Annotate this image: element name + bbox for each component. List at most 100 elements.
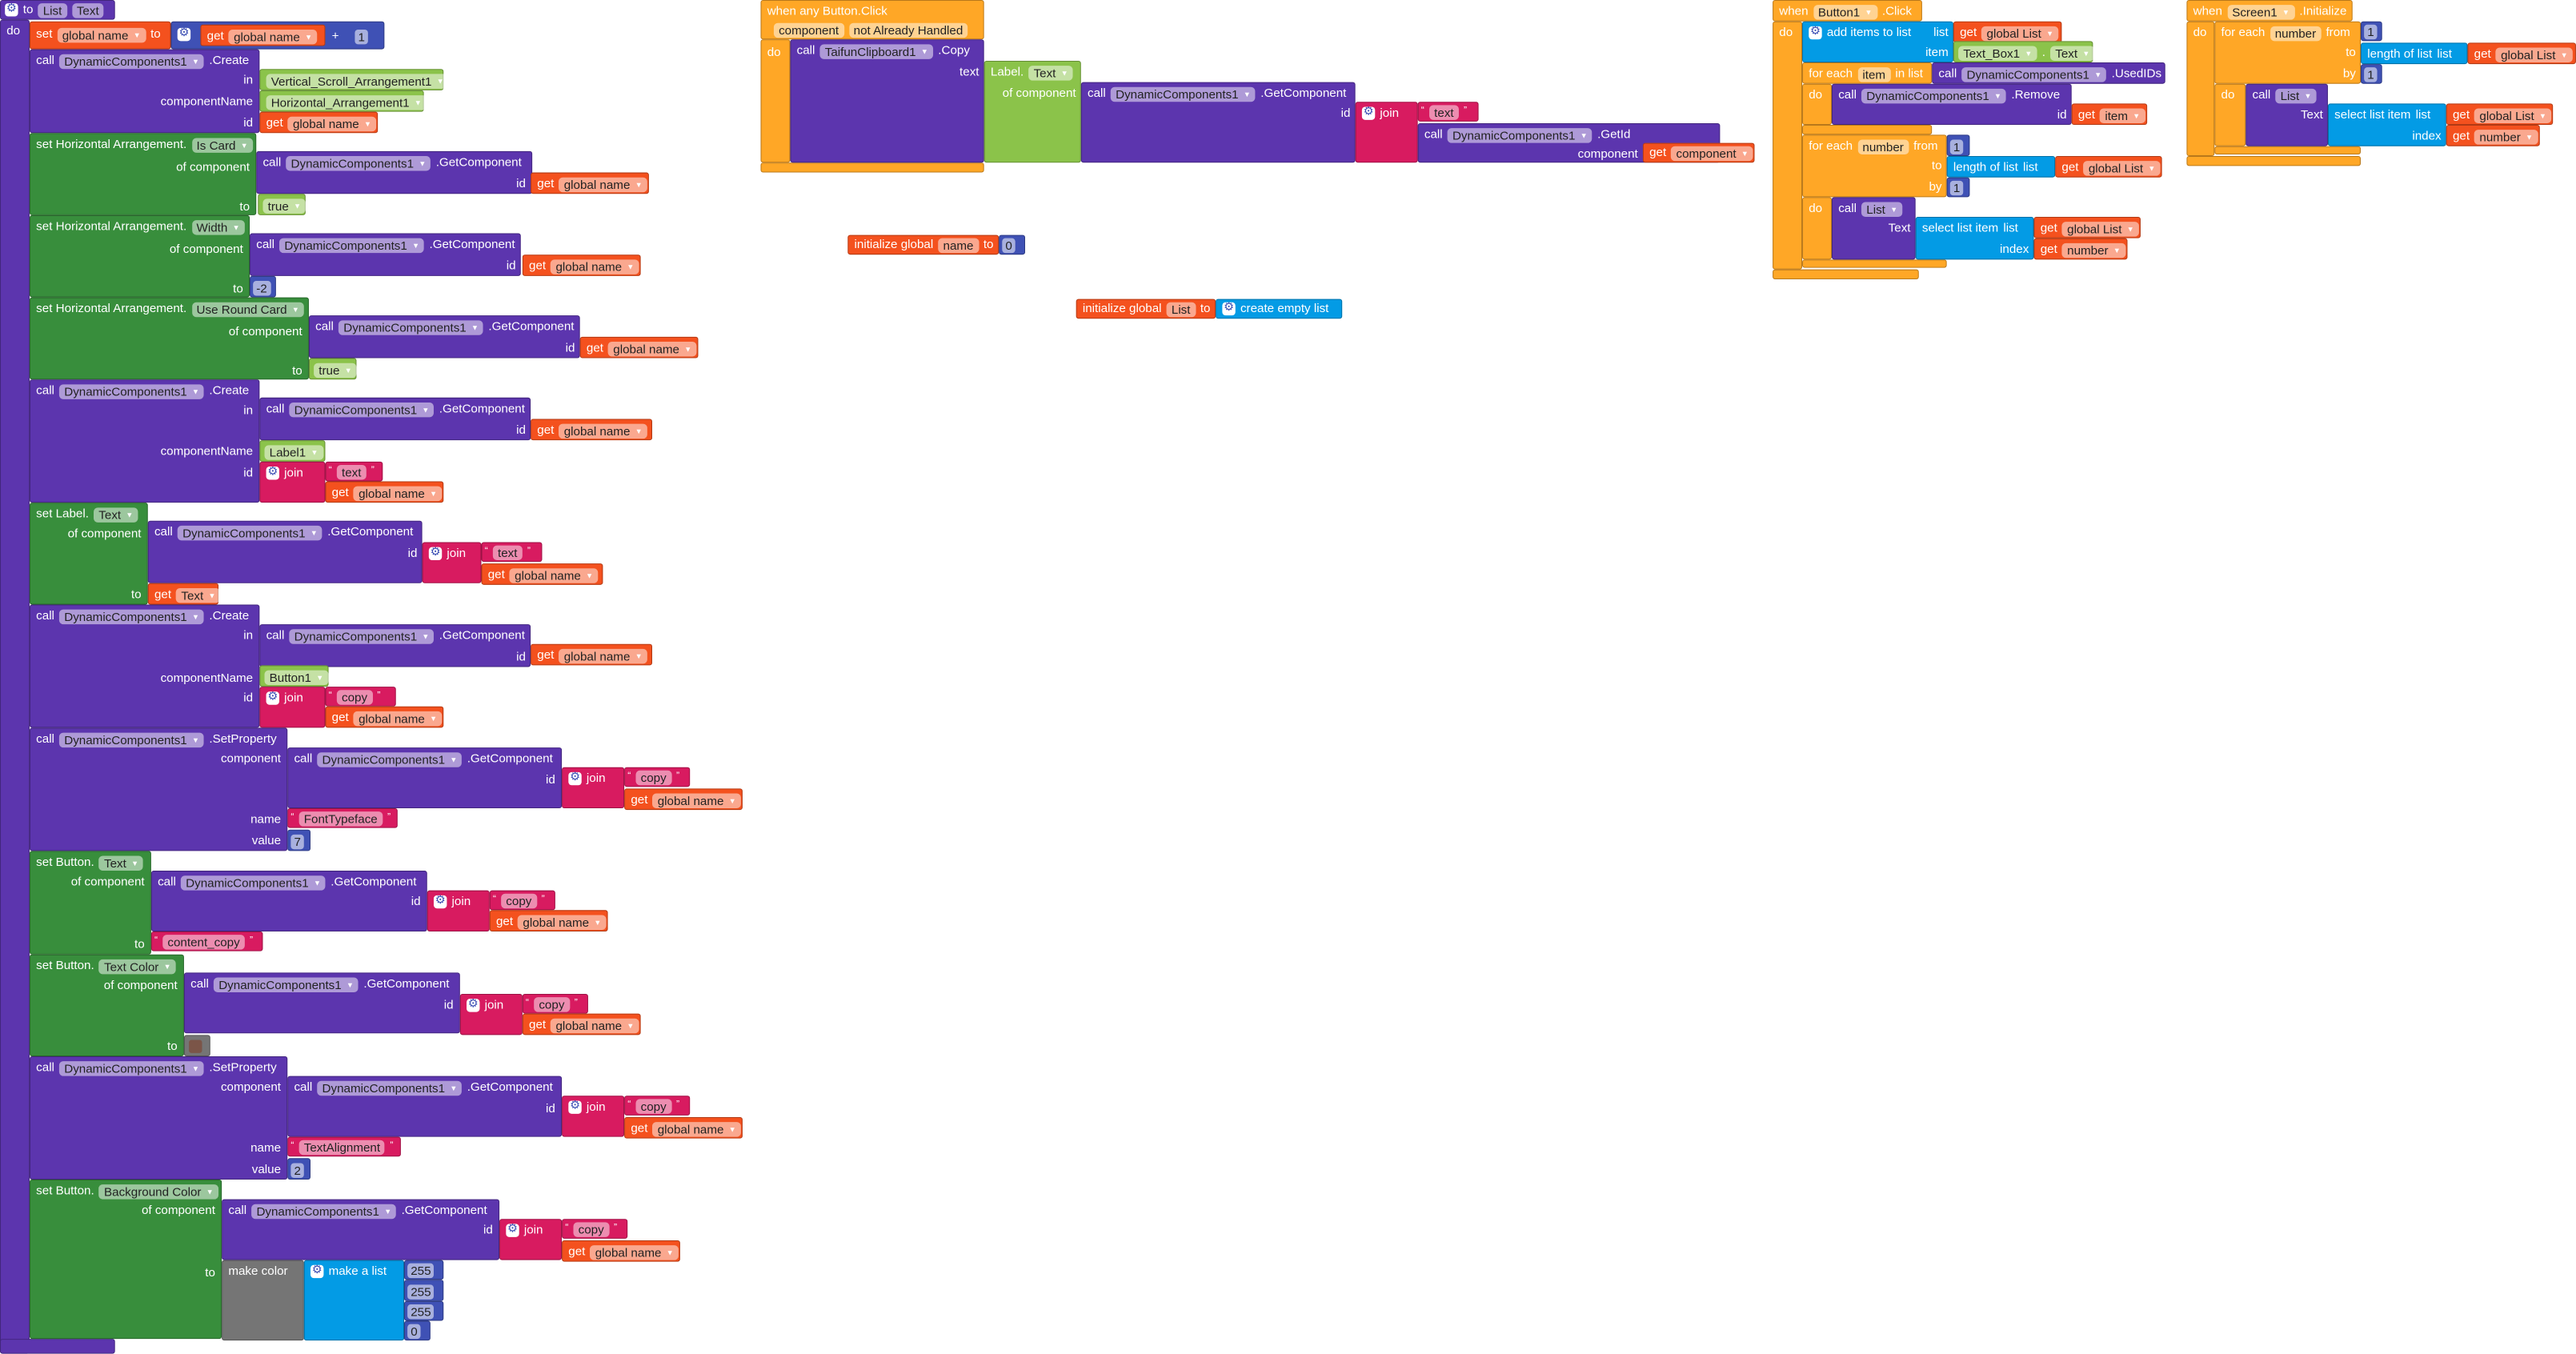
- dynamiccomponents1-dropdown[interactable]: DynamicComponents1▼: [1961, 66, 2107, 82]
- color-swatch[interactable]: [189, 1039, 202, 1052]
- dynamiccomponents1-dropdown[interactable]: DynamicComponents1▼: [59, 731, 205, 747]
- text-box1-dropdown[interactable]: Text_Box1▼: [1958, 45, 2037, 60]
- true-dropdown[interactable]: true▼: [314, 362, 357, 378]
- text-literal-field[interactable]: text: [336, 463, 367, 479]
- number-field[interactable]: 7: [290, 833, 305, 849]
- text-literal-field[interactable]: copy: [573, 1221, 609, 1236]
- gear-mutator-icon[interactable]: ⚙: [506, 1224, 519, 1237]
- global-name-dropdown[interactable]: global name▼: [518, 914, 607, 929]
- item-variable-field[interactable]: item: [1857, 66, 1891, 82]
- gear-mutator-icon[interactable]: ⚙: [1361, 106, 1376, 120]
- not-already-handled-variable-field[interactable]: not Already Handled: [848, 22, 968, 38]
- dynamiccomponents1-dropdown[interactable]: DynamicComponents1▼: [339, 319, 484, 334]
- control-block[interactable]: [2214, 83, 2246, 146]
- global-name-dropdown[interactable]: global name▼: [287, 115, 377, 131]
- global-list-dropdown[interactable]: global List▼: [2083, 160, 2161, 175]
- global-name-dropdown[interactable]: global name▼: [353, 710, 443, 726]
- dynamiccomponents1-dropdown[interactable]: DynamicComponents1▼: [279, 237, 425, 253]
- dynamiccomponents1-dropdown[interactable]: DynamicComponents1▼: [1447, 127, 1592, 142]
- text-literal-field[interactable]: text: [1429, 104, 1459, 119]
- component-method-block[interactable]: [29, 604, 260, 728]
- text-dropdown[interactable]: Text▼: [2050, 45, 2095, 60]
- global-name-dropdown[interactable]: global name▼: [228, 28, 318, 44]
- is-card-dropdown[interactable]: Is Card▼: [191, 137, 253, 152]
- control-block[interactable]: [2186, 156, 2362, 166]
- gear-mutator-icon[interactable]: ⚙: [568, 771, 582, 786]
- global-name-dropdown[interactable]: global name▼: [559, 176, 647, 192]
- component-dropdown[interactable]: component▼: [1671, 145, 1754, 161]
- button1-dropdown[interactable]: Button1▼: [1813, 4, 1877, 19]
- global-list-dropdown[interactable]: global List▼: [2061, 221, 2139, 236]
- number-field[interactable]: 1: [355, 28, 369, 44]
- text-dropdown[interactable]: Text▼: [1028, 65, 1073, 80]
- gear-mutator-icon[interactable]: ⚙: [5, 3, 18, 17]
- gear-mutator-icon[interactable]: ⚙: [177, 27, 191, 42]
- list-block[interactable]: [1946, 156, 2056, 178]
- text-variable-field[interactable]: Text: [71, 2, 104, 18]
- number-dropdown[interactable]: number▼: [2474, 129, 2538, 144]
- number-variable-field[interactable]: number: [2270, 25, 2322, 41]
- global-list-dropdown[interactable]: global List▼: [1981, 25, 2059, 41]
- list-dropdown[interactable]: List▼: [1861, 201, 1903, 216]
- control-block[interactable]: [760, 39, 791, 163]
- width-dropdown[interactable]: Width▼: [191, 219, 245, 234]
- control-block[interactable]: [1773, 21, 1803, 270]
- horizontal-arrangement1-dropdown[interactable]: Horizontal_Arrangement1▼: [266, 94, 427, 110]
- text-literal-field[interactable]: copy: [534, 996, 570, 1011]
- text-literal-field[interactable]: copy: [635, 1098, 671, 1113]
- text-color-dropdown[interactable]: Text Color▼: [98, 958, 176, 974]
- global-name-dropdown[interactable]: global name▼: [608, 340, 697, 356]
- text-literal-field[interactable]: TextAlignment: [298, 1139, 386, 1155]
- use-round-card-dropdown[interactable]: Use Round Card▼: [191, 301, 305, 317]
- global-name-dropdown[interactable]: global name▼: [509, 567, 599, 583]
- dynamiccomponents1-dropdown[interactable]: DynamicComponents1▼: [59, 1060, 205, 1076]
- text-literal-field[interactable]: FontTypeface: [298, 811, 383, 826]
- dynamiccomponents1-dropdown[interactable]: DynamicComponents1▼: [181, 875, 327, 890]
- list-variable-field[interactable]: List: [1166, 301, 1196, 317]
- global-name-dropdown[interactable]: global name▼: [57, 26, 146, 42]
- component-method-block[interactable]: [0, 19, 30, 1354]
- number-field[interactable]: 255: [407, 1262, 435, 1278]
- text-dropdown[interactable]: Text▼: [94, 507, 138, 522]
- global-name-dropdown[interactable]: global name▼: [559, 423, 647, 439]
- global-name-dropdown[interactable]: global name▼: [551, 258, 639, 274]
- component-method-block[interactable]: [29, 379, 260, 503]
- global-list-dropdown[interactable]: global List▼: [2495, 46, 2573, 62]
- property-setter-block[interactable]: [29, 1179, 222, 1340]
- vertical-scroll-arrangement1-dropdown[interactable]: Vertical_Scroll_Arrangement1▼: [266, 73, 449, 88]
- list-variable-field[interactable]: List: [38, 2, 67, 18]
- control-block[interactable]: [1802, 125, 1933, 135]
- number-field[interactable]: 255: [407, 1303, 435, 1319]
- dynamiccomponents1-dropdown[interactable]: DynamicComponents1▼: [317, 751, 463, 767]
- gear-mutator-icon[interactable]: ⚙: [568, 1100, 582, 1114]
- list-block[interactable]: [2361, 42, 2468, 65]
- global-name-dropdown[interactable]: global name▼: [590, 1244, 679, 1260]
- gear-mutator-icon[interactable]: ⚙: [428, 547, 443, 561]
- control-block[interactable]: [1802, 259, 1947, 268]
- list-block[interactable]: [2327, 103, 2446, 146]
- dynamiccomponents1-dropdown[interactable]: DynamicComponents1▼: [1861, 87, 2007, 103]
- gear-mutator-icon[interactable]: ⚙: [266, 467, 279, 480]
- number-field[interactable]: 1: [2364, 23, 2378, 39]
- list-block[interactable]: [1216, 298, 1343, 319]
- number-field[interactable]: -2: [253, 280, 270, 295]
- number-field[interactable]: 0: [1002, 237, 1016, 253]
- list-dropdown[interactable]: List▼: [2275, 87, 2317, 103]
- dynamiccomponents1-dropdown[interactable]: DynamicComponents1▼: [289, 628, 435, 643]
- text-literal-field[interactable]: copy: [336, 689, 373, 704]
- control-block[interactable]: [1802, 197, 1832, 260]
- taifunclipboard1-dropdown[interactable]: TaifunClipboard1▼: [819, 43, 934, 58]
- background-color-dropdown[interactable]: Background Color▼: [98, 1184, 219, 1199]
- number-field[interactable]: 0: [407, 1323, 421, 1339]
- screen1-dropdown[interactable]: Screen1▼: [2227, 4, 2295, 19]
- control-block[interactable]: [1773, 269, 1919, 279]
- number-field[interactable]: 1: [2364, 66, 2378, 82]
- global-name-dropdown[interactable]: global name▼: [353, 485, 443, 501]
- text-literal-field[interactable]: copy: [501, 892, 537, 908]
- text-literal-field[interactable]: copy: [635, 769, 671, 785]
- dynamiccomponents1-dropdown[interactable]: DynamicComponents1▼: [214, 976, 359, 991]
- component-method-block[interactable]: [29, 1056, 288, 1180]
- component-method-block[interactable]: [29, 727, 288, 851]
- item-dropdown[interactable]: item▼: [2100, 107, 2145, 122]
